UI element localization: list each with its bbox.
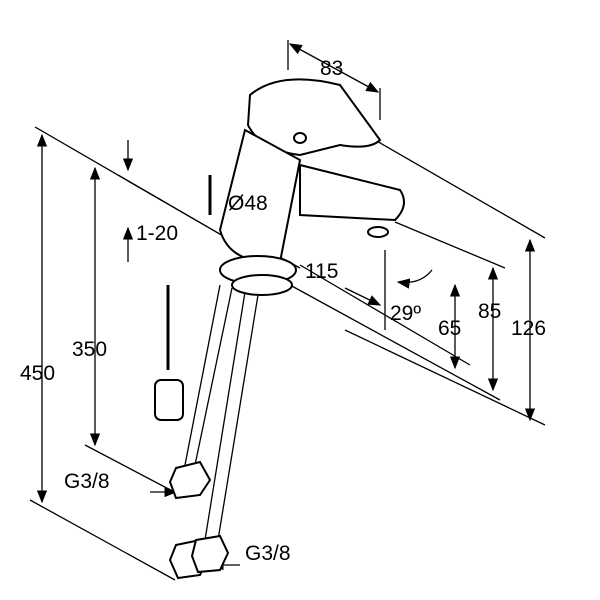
hose-nut-lower-right	[190, 534, 230, 574]
label-spout-top-height: 85	[478, 300, 501, 323]
label-tilt-range: 1-20	[136, 222, 178, 245]
label-hose-length-total: 450	[20, 362, 55, 385]
drain-accessories	[154, 175, 212, 421]
label-handle-length: 83	[320, 57, 343, 80]
dimension-labels: 83 Ø48 1-20 115 29º 65 85 126 450 350 G3…	[20, 57, 546, 565]
hose-nut-upper	[168, 460, 212, 500]
reference-lines	[29, 40, 546, 581]
supply-hoses	[168, 284, 259, 580]
weight-icon	[154, 379, 184, 421]
dimension-arrows	[36, 43, 536, 571]
label-spout-angle: 29º	[390, 302, 421, 325]
aerator	[367, 226, 389, 238]
spout	[299, 163, 405, 222]
label-spout-reach: 115	[305, 260, 338, 283]
handle-button	[293, 132, 307, 144]
label-hose-length: 350	[72, 338, 107, 361]
label-body-diameter: Ø48	[228, 192, 268, 215]
label-total-height: 126	[511, 317, 546, 340]
faucet-body	[218, 78, 405, 296]
label-spout-height: 65	[438, 317, 461, 340]
label-thread-lower: G3/8	[245, 542, 291, 565]
label-thread-upper: G3/8	[64, 470, 110, 493]
mounting-nut	[231, 274, 293, 296]
